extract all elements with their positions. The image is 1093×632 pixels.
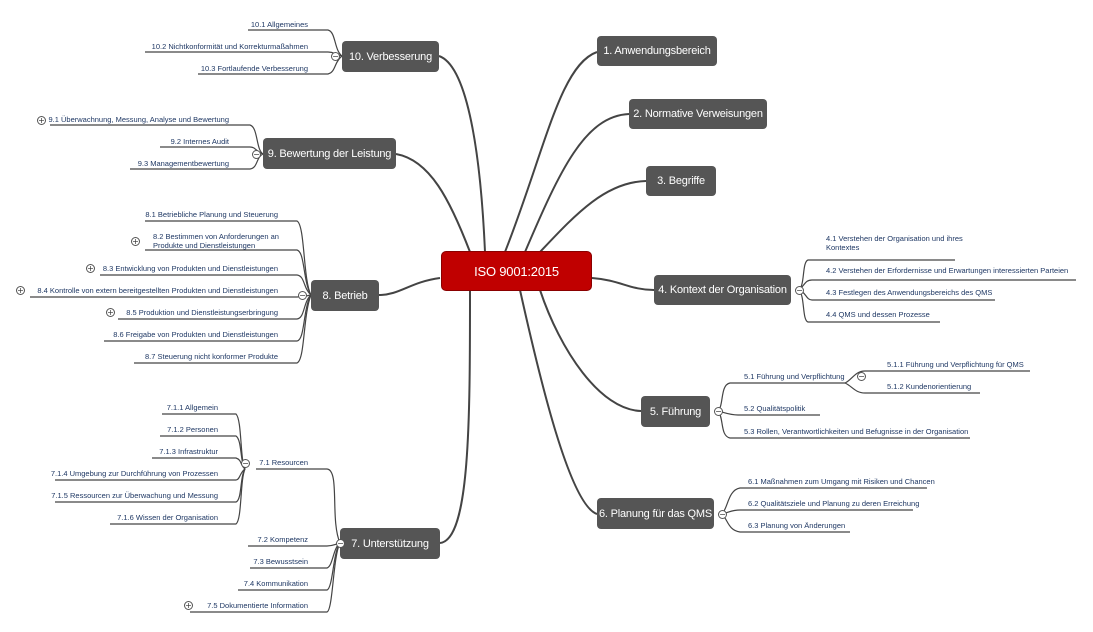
- topic-6-3[interactable]: 6.3 Planung von Änderungen: [748, 521, 846, 530]
- topic-10-3[interactable]: 10.3 Fortlaufende Verbesserung: [200, 64, 308, 73]
- topic-7-1[interactable]: 7.1 Resourcen: [259, 458, 308, 467]
- expand-toggle-8-3[interactable]: +: [86, 264, 95, 273]
- expand-toggle-9-1[interactable]: +: [37, 116, 46, 125]
- branch-6-label: 6. Planung für das QMS: [599, 507, 712, 520]
- collapse-toggle-5-1[interactable]: −: [857, 372, 866, 381]
- branch-1[interactable]: 1. Anwendungsbereich: [597, 36, 717, 66]
- topic-8-5[interactable]: 8.5 Produktion und Dienstleistungserbrin…: [126, 308, 278, 317]
- topic-4-1-cont: Kontextes: [826, 243, 860, 252]
- topic-5-1-2[interactable]: 5.1.2 Kundenorientierung: [887, 382, 972, 391]
- topic-7-1-3[interactable]: 7.1.3 Infrastruktur: [159, 447, 218, 456]
- topic-5-1-1[interactable]: 5.1.1 Führung und Verpflichtung für QMS: [887, 360, 1024, 369]
- branch-5-label: 5. Führung: [649, 405, 702, 418]
- branch-10-label: 10. Verbesserung: [348, 50, 433, 63]
- topic-7-1-2[interactable]: 7.1.2 Personen: [167, 425, 218, 434]
- topic-7-2[interactable]: 7.2 Kompetenz: [257, 535, 308, 544]
- branch-10[interactable]: 10. Verbesserung: [342, 41, 439, 72]
- branch-9-label: 9. Bewertung der Leistung: [267, 147, 392, 160]
- expand-toggle-8-4[interactable]: +: [16, 286, 25, 295]
- collapse-toggle-10[interactable]: −: [331, 52, 340, 61]
- collapse-toggle-7-1[interactable]: −: [241, 459, 250, 468]
- topic-8-1[interactable]: 8.1 Betriebliche Planung und Steuerung: [145, 210, 278, 219]
- collapse-toggle-6[interactable]: −: [718, 510, 727, 519]
- topic-8-4[interactable]: 8.4 Kontrolle von extern bereitgestellte…: [37, 286, 278, 295]
- branch-4-label: 4. Kontext der Organisation: [658, 284, 787, 296]
- topic-7-1-4[interactable]: 7.1.4 Umgebung zur Durchführung von Proz…: [50, 469, 218, 478]
- branch-8-label: 8. Betrieb: [322, 289, 368, 302]
- central-topic-label: ISO 9001:2015: [474, 263, 559, 279]
- topic-5-3[interactable]: 5.3 Rollen, Verantwortlichkeiten und Bef…: [744, 427, 969, 436]
- branch-6[interactable]: 6. Planung für das QMS: [597, 498, 714, 529]
- topic-7-1-1[interactable]: 7.1.1 Allgemein: [166, 403, 218, 412]
- branch-9[interactable]: 9. Bewertung der Leistung: [263, 138, 396, 169]
- topic-8-3[interactable]: 8.3 Entwicklung von Produkten und Dienst…: [102, 264, 278, 273]
- topic-4-3[interactable]: 4.3 Festlegen des Anwendungsbereichs des…: [826, 288, 993, 297]
- expand-toggle-8-2[interactable]: +: [131, 237, 140, 246]
- central-topic[interactable]: ISO 9001:2015: [441, 251, 592, 291]
- topic-6-1[interactable]: 6.1 Maßnahmen zum Umgang mit Risiken und…: [748, 477, 935, 486]
- topic-8-7[interactable]: 8.7 Steuerung nicht konformer Produkte: [145, 352, 278, 361]
- expand-toggle-8-5[interactable]: +: [106, 308, 115, 317]
- collapse-toggle-7[interactable]: −: [336, 539, 345, 548]
- topic-4-4[interactable]: 4.4 QMS und dessen Prozesse: [826, 310, 930, 319]
- branch-2[interactable]: 2. Normative Verweisungen: [629, 99, 767, 129]
- branch-3-label: 3. Begriffe: [657, 175, 705, 187]
- topic-9-1[interactable]: 9.1 Überwachnung, Messung, Analyse und B…: [48, 115, 229, 124]
- collapse-toggle-4[interactable]: −: [795, 286, 804, 295]
- branch-7-label: 7. Unterstützung: [351, 537, 429, 550]
- topic-6-2[interactable]: 6.2 Qualitätsziele und Planung zu deren …: [748, 499, 920, 508]
- topic-9-3[interactable]: 9.3 Managementbewertung: [137, 159, 229, 168]
- collapse-toggle-8[interactable]: −: [298, 291, 307, 300]
- branch-8[interactable]: 8. Betrieb: [311, 280, 379, 311]
- collapse-toggle-5[interactable]: −: [714, 407, 723, 416]
- topic-5-1[interactable]: 5.1 Führung und Verpflichtung: [744, 372, 845, 381]
- topic-8-6[interactable]: 8.6 Freigabe von Produkten und Dienstlei…: [113, 330, 278, 339]
- topic-4-1[interactable]: 4.1 Verstehen der Organisation und ihres: [826, 234, 963, 243]
- topic-4-2[interactable]: 4.2 Verstehen der Erfordernisse und Erwa…: [826, 266, 1069, 275]
- branch-2-label: 2. Normative Verweisungen: [633, 108, 763, 120]
- topic-8-2-cont: Produkte und Dienstleistungen: [153, 241, 256, 250]
- topic-7-4[interactable]: 7.4 Kommunikation: [243, 579, 308, 588]
- branch-4[interactable]: 4. Kontext der Organisation: [654, 275, 791, 305]
- topic-7-3[interactable]: 7.3 Bewusstsein: [253, 557, 308, 566]
- topic-8-2[interactable]: 8.2 Bestimmen von Anforderungen an: [153, 232, 279, 241]
- expand-toggle-7-5[interactable]: +: [184, 601, 193, 610]
- branch-1-label: 1. Anwendungsbereich: [603, 45, 711, 57]
- branch-5[interactable]: 5. Führung: [641, 396, 710, 427]
- topic-7-5[interactable]: 7.5 Dokumentierte Information: [207, 601, 308, 610]
- topic-10-2[interactable]: 10.2 Nichtkonformität und Korrekturmaßah…: [151, 42, 308, 51]
- topic-5-2[interactable]: 5.2 Qualitätspolitik: [744, 404, 806, 413]
- topic-10-1[interactable]: 10.1 Allgemeines: [250, 20, 308, 29]
- topic-9-2[interactable]: 9.2 Internes Audit: [170, 137, 229, 146]
- branch-7[interactable]: 7. Unterstützung: [340, 528, 440, 559]
- collapse-toggle-9[interactable]: −: [252, 150, 261, 159]
- topic-7-1-5[interactable]: 7.1.5 Ressourcen zur Überwachung und Mes…: [51, 491, 218, 500]
- branch-3[interactable]: 3. Begriffe: [646, 166, 716, 196]
- topic-7-1-6[interactable]: 7.1.6 Wissen der Organisation: [117, 513, 218, 522]
